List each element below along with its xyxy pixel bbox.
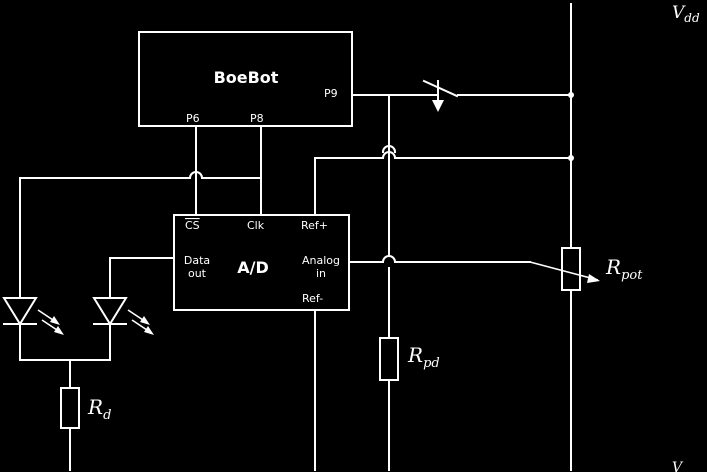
- ref-plus-wire: [314, 151, 574, 216]
- rpd-resistor: [379, 337, 399, 381]
- boebot-label: BoeBot: [214, 68, 279, 87]
- rpot-label: Rpot: [605, 255, 643, 283]
- adc-clk-label: Clk: [247, 219, 265, 232]
- rd-resistor: [60, 387, 80, 429]
- adc-box: [173, 214, 350, 311]
- adc-analog-label: Analog: [302, 254, 340, 267]
- analog-in-wire: [348, 255, 531, 264]
- adc-label: A/D: [237, 258, 269, 277]
- rd-label: Rd: [87, 395, 111, 423]
- adc-in-label: in: [316, 267, 326, 280]
- rd-branch-wire: [19, 359, 111, 471]
- led-left-feed-wire: [19, 171, 262, 299]
- adc-ref-plus-label: Ref+: [301, 219, 328, 232]
- vdd-label: Vdd: [672, 3, 700, 25]
- adc-data-label: Data: [184, 254, 210, 267]
- potentiometer-icon: [529, 247, 600, 291]
- adc-ref-minus-label: Ref-: [302, 292, 323, 305]
- pin-p6-label: P6: [186, 112, 200, 125]
- data-out-wire: [109, 257, 175, 299]
- pin-p9-label: P9: [324, 87, 338, 100]
- rpd-label: Rpd: [407, 343, 440, 371]
- pin-p8-label: P8: [250, 112, 264, 125]
- led-icon: [2, 297, 64, 361]
- led-icon: [92, 297, 154, 361]
- adc-cs-label: CS: [185, 219, 200, 232]
- rpd-branch-wire: [381, 94, 397, 471]
- vdd-bottom-label: V: [672, 460, 684, 472]
- p9-wire: [351, 92, 574, 98]
- adc-out-label: out: [188, 267, 207, 280]
- boebot-box: [138, 31, 353, 127]
- switch-icon: [419, 79, 459, 112]
